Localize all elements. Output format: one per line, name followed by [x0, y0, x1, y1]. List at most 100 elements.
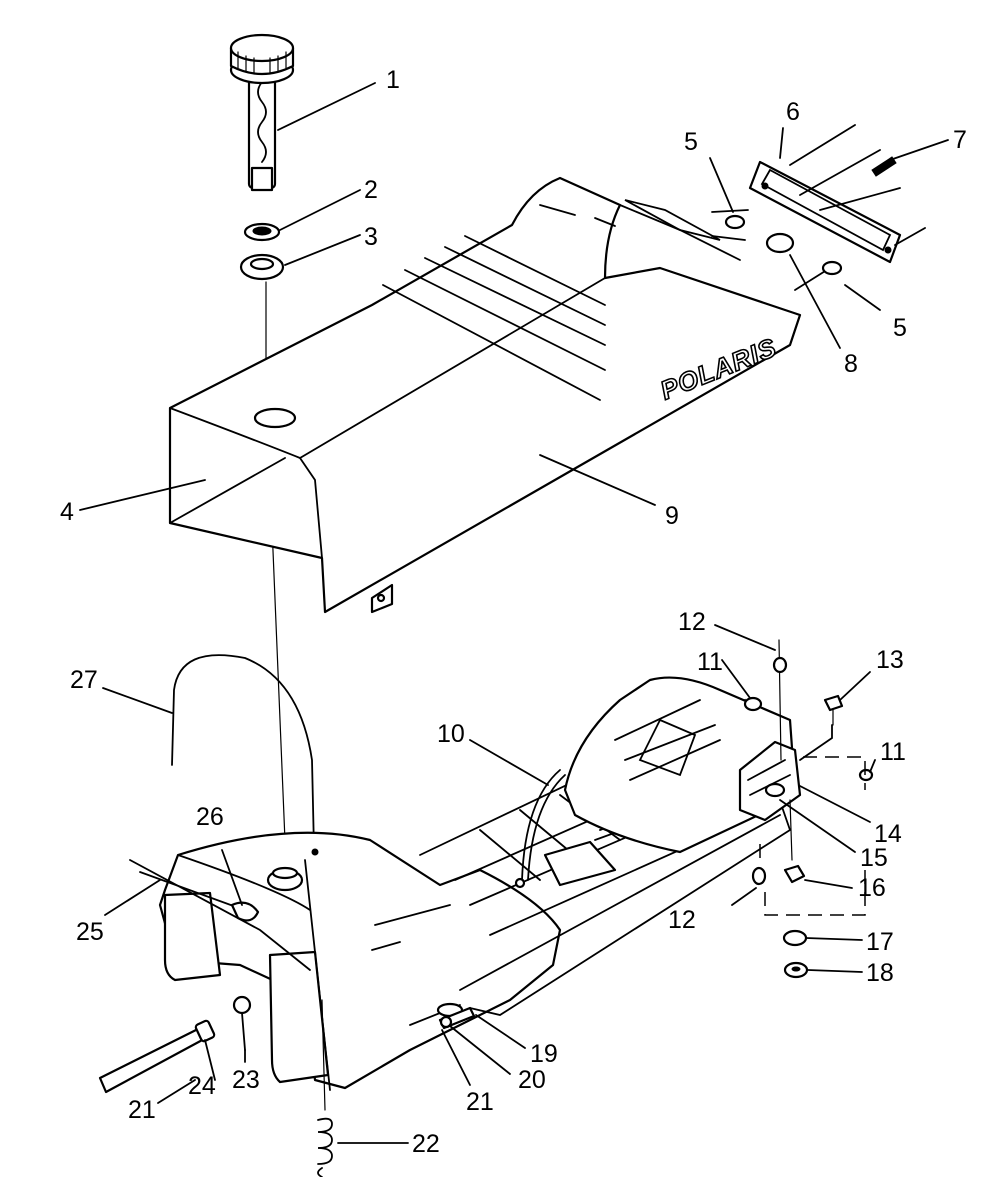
callout-16: 16: [858, 874, 886, 902]
fuel-tank: [158, 831, 562, 1091]
callout-5b: 5: [893, 314, 907, 342]
seat-ridge: [299, 277, 606, 459]
bulb-5b: [821, 260, 843, 276]
nut-18-hole: [791, 966, 801, 972]
tank-front-right-panel: [268, 950, 330, 1084]
callout-15: 15: [860, 844, 888, 872]
washer-16: [783, 864, 806, 884]
spring-22: [317, 999, 333, 1177]
callout-2: 2: [364, 176, 378, 204]
fuel-cap-assembly: [229, 33, 295, 192]
callout-23: 23: [232, 1066, 260, 1094]
callout-1: 1: [386, 66, 400, 94]
callout-27: 27: [70, 666, 98, 694]
callout-6: 6: [786, 98, 800, 126]
clip-13-link: [799, 724, 833, 761]
tank-mount-dot: [311, 848, 319, 856]
callout-11a: 11: [697, 648, 723, 676]
clamp-20: [439, 1015, 453, 1029]
nut-11b: [858, 768, 874, 782]
washer-17: [782, 929, 808, 947]
tank-front-left-panel: [163, 891, 222, 982]
clip-13: [823, 694, 844, 712]
taillight-assembly: [711, 124, 926, 291]
bracket-15: [764, 782, 786, 798]
callout-12a: 12: [678, 608, 706, 636]
taillight-lens-frame: [748, 160, 902, 264]
callout-24: 24: [188, 1072, 216, 1100]
callout-14: 14: [874, 820, 902, 848]
callout-20: 20: [518, 1066, 546, 1094]
bulb-5a: [724, 214, 746, 230]
filler-hole: [253, 407, 297, 429]
fitting-23-stem: [241, 1012, 246, 1051]
fitting-24: [194, 1019, 216, 1043]
screw-7: [871, 156, 897, 177]
tank-body: [158, 831, 562, 1090]
seat-ribs: [382, 235, 606, 401]
airbox-grille: [614, 699, 721, 781]
callout-26: 26: [196, 803, 224, 831]
mount-tab-hole: [376, 593, 386, 603]
callout-21a: 21: [466, 1088, 494, 1116]
spring-hook: [317, 1167, 323, 1177]
callout-3: 3: [364, 223, 378, 251]
tray-bracket: [543, 840, 617, 887]
tank-top-crease: [177, 854, 311, 911]
callout-4: 4: [60, 498, 74, 526]
cap-knob-top: [229, 33, 295, 63]
callout-labels: 1 2 3 4 5 5 6 7 8 9 10 11 11 12 12 13 14…: [60, 66, 967, 1158]
rear-vent: [624, 199, 721, 241]
bracket-14: [738, 740, 802, 822]
nut-11a: [743, 696, 763, 712]
callout-22: 22: [412, 1130, 440, 1158]
deck-dashes: [539, 204, 616, 227]
cap-knurl: [237, 51, 287, 75]
grommet-3-hole: [249, 257, 275, 271]
cable-27: [171, 654, 315, 851]
tank-filler-top: [271, 866, 299, 880]
seat-cover: POLARIS: [168, 176, 802, 614]
callout-8: 8: [844, 350, 858, 378]
callout-13: 13: [876, 646, 904, 674]
rivet-12a: [772, 656, 788, 674]
airbox-panel: [638, 718, 697, 777]
taillight-leader-lines: [789, 124, 926, 246]
callout-19: 19: [530, 1040, 558, 1068]
callout-25: 25: [76, 918, 104, 946]
spring-coils: [317, 1117, 333, 1165]
fasteners: [743, 639, 874, 979]
frame-hole-b: [884, 246, 892, 254]
callout-7: 7: [953, 126, 967, 154]
fitting-23: [232, 995, 252, 1015]
taillight-lens-inner: [760, 168, 892, 252]
airbox-body: [563, 676, 797, 854]
rear-deck-edge: [619, 204, 741, 261]
callout-18: 18: [866, 959, 894, 987]
seal-washers: [239, 222, 285, 281]
tank-edge: [304, 859, 331, 1091]
callout-5a: 5: [684, 128, 698, 156]
callout-12b: 12: [668, 906, 696, 934]
spring-wire: [321, 999, 326, 1111]
cable-10: [521, 769, 566, 881]
seat-cover-body: [168, 176, 802, 614]
tank-dashes: [371, 904, 451, 951]
airbox: [563, 676, 802, 854]
callout-17: 17: [866, 928, 894, 956]
leader-lines: [79, 82, 949, 1144]
washer-2-hole: [252, 226, 272, 236]
gauge-wave: [257, 81, 267, 163]
callout-9: 9: [665, 502, 679, 530]
callout-11b: 11: [880, 738, 906, 766]
rivet-12b: [751, 866, 767, 886]
reference-dash-box: [759, 756, 866, 916]
callout-10: 10: [437, 720, 465, 748]
callout-21b: 21: [128, 1096, 156, 1124]
bulb-8: [765, 232, 795, 254]
cable-10-end: [514, 877, 526, 889]
cap-tip: [250, 166, 274, 192]
seat-front-fold: [169, 457, 286, 524]
assembly-line-16: [789, 799, 793, 861]
